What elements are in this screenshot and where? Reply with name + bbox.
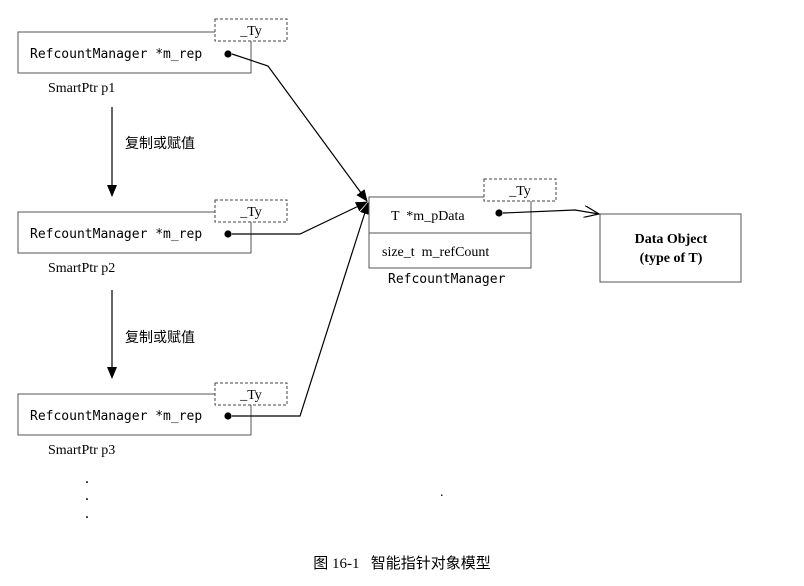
smartptr-p2: _Ty RefcountManager *m_rep SmartPtr p2 xyxy=(17,199,288,276)
stray-dot: . xyxy=(440,485,444,500)
template-param-box-manager xyxy=(483,178,557,202)
copy-label-1: 复制或赋值 xyxy=(125,135,195,152)
smartptr-p3-box xyxy=(17,393,252,436)
pointer-arrow-p1 xyxy=(231,53,368,202)
manager-data-field: T *m_pData xyxy=(391,209,465,224)
template-param-label-p3: _Ty xyxy=(239,388,262,403)
smartptr-p3-name: SmartPtr p3 xyxy=(48,443,115,458)
smartptr-p1-field: RefcountManager *m_rep xyxy=(30,47,202,62)
smartptr-p2-box xyxy=(17,211,252,254)
smartptr-p3: _Ty RefcountManager *m_rep SmartPtr p3 xyxy=(17,382,288,458)
ellipsis-dot-1: . xyxy=(85,470,89,487)
pointer-arrow-p2 xyxy=(232,201,368,235)
ellipsis-dot-2: . xyxy=(85,487,89,504)
template-param-label-p1: _Ty xyxy=(239,24,262,39)
template-param-label-p2: _Ty xyxy=(239,205,262,220)
pointer-dot-manager xyxy=(495,209,503,217)
pointer-dot-p2 xyxy=(224,230,232,238)
template-param-box-p1 xyxy=(214,18,288,42)
smartptr-p1-name: SmartPtr p1 xyxy=(48,81,115,96)
copy-label-2: 复制或赋值 xyxy=(125,329,195,346)
smartptr-p1-box xyxy=(17,31,252,74)
ellipsis-dot-3: . xyxy=(85,505,89,522)
smartptr-p2-field: RefcountManager *m_rep xyxy=(30,227,202,242)
smartptr-p3-field: RefcountManager *m_rep xyxy=(30,409,202,424)
refcount-manager: _Ty T *m_pData size_t m_refCount Refcoun… xyxy=(368,178,557,287)
template-param-box-p3 xyxy=(214,382,288,406)
pointer-dot-p3 xyxy=(224,412,232,420)
data-pointer-arrow xyxy=(502,210,599,214)
data-object: Data Object (type of T) xyxy=(599,213,742,283)
smartptr-p1: _Ty RefcountManager *m_rep SmartPtr p1 xyxy=(17,18,288,96)
data-object-type: (type of T) xyxy=(640,251,703,266)
template-param-box-p2 xyxy=(214,199,288,223)
manager-name: RefcountManager xyxy=(388,272,506,287)
smartptr-p2-name: SmartPtr p2 xyxy=(48,261,115,276)
manager-count-field: size_t m_refCount xyxy=(382,245,489,260)
figure-caption: 图 16-1 智能指针对象模型 xyxy=(313,554,491,572)
template-param-label-manager: _Ty xyxy=(508,184,531,199)
data-object-box xyxy=(599,213,742,283)
pointer-dot-p1 xyxy=(224,50,232,58)
pointer-arrow-p3 xyxy=(232,202,370,417)
data-object-title: Data Object xyxy=(635,232,708,247)
